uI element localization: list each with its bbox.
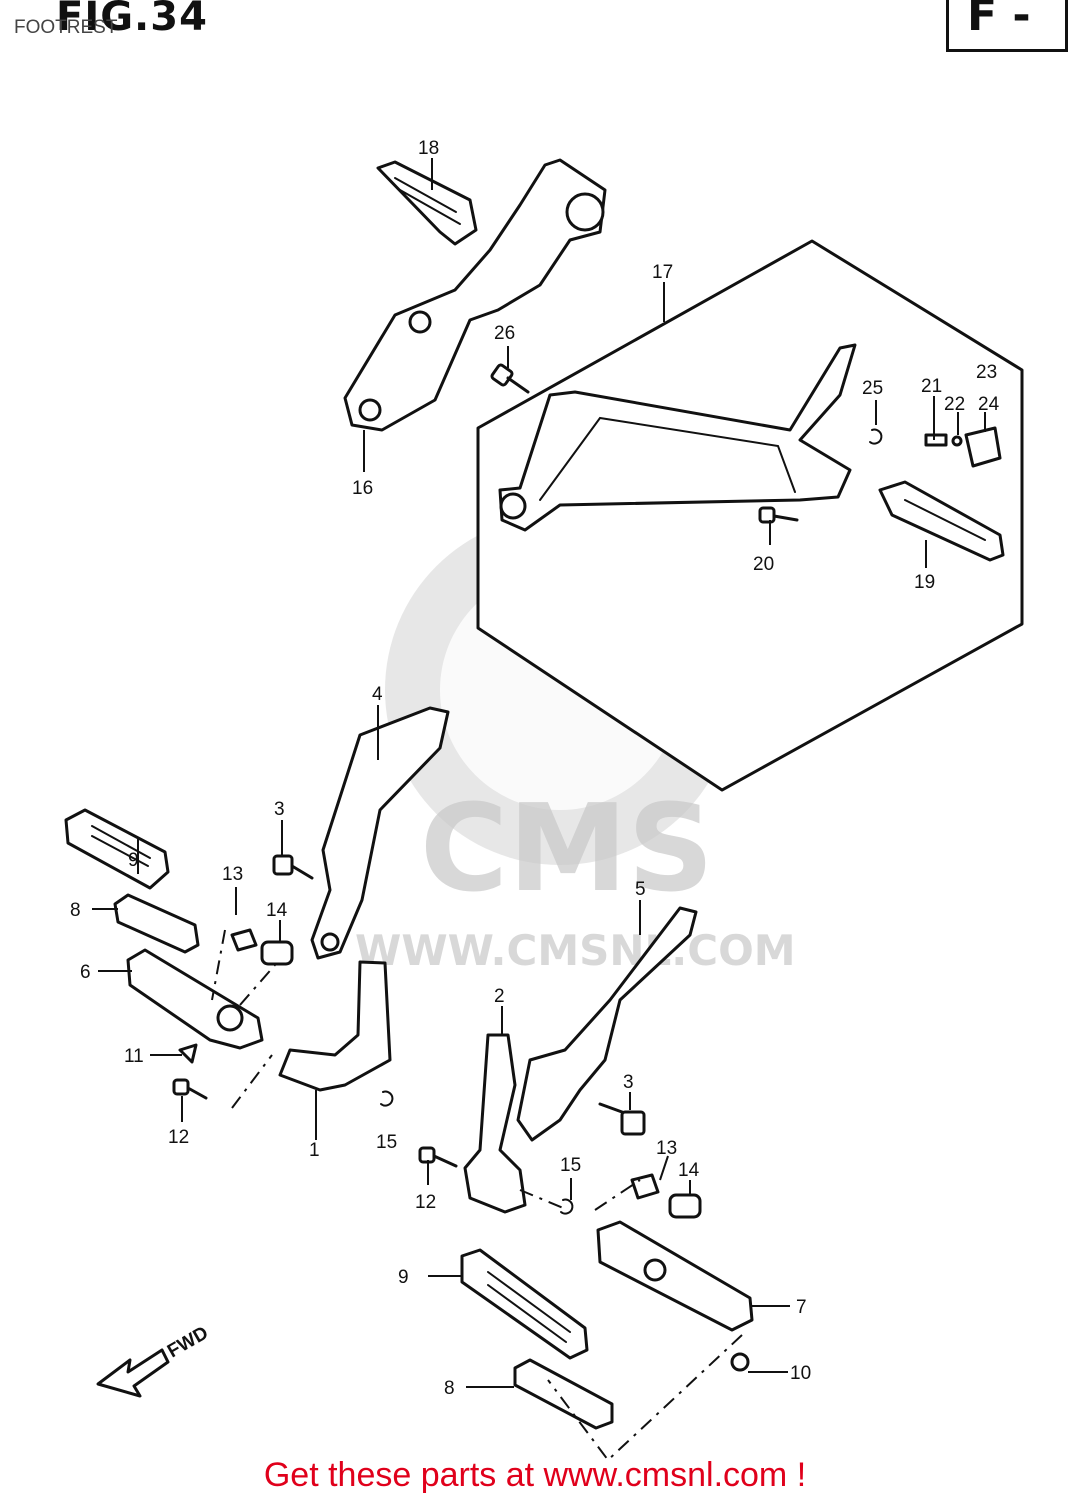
callout-24: 24 bbox=[978, 394, 1000, 415]
callout-22: 22 bbox=[944, 394, 965, 415]
callout-1: 1 bbox=[309, 1140, 320, 1161]
callout-25: 25 bbox=[862, 378, 883, 399]
section-label: F - bbox=[967, 0, 1031, 41]
part-20-bolt bbox=[758, 506, 799, 524]
part-5-front-bracket bbox=[516, 906, 698, 1142]
callout-14: 14 bbox=[266, 900, 288, 921]
callout-5: 5 bbox=[635, 879, 646, 900]
part-13-washer-right bbox=[630, 1173, 660, 1200]
callout-4: 4 bbox=[372, 684, 383, 705]
footer-banner-link[interactable]: Get these parts at www.cmsnl.com ! bbox=[263, 1456, 807, 1494]
callout-numbers: 1 2 3 3 4 5 6 7 8 8 9 9 10 11 12 12 13 1… bbox=[70, 138, 1000, 1399]
figure-subtitle: FOOTREST bbox=[14, 17, 118, 38]
part-3-bolt-upper bbox=[272, 854, 314, 880]
part-25-clip bbox=[869, 428, 883, 445]
part-14-spacer-right bbox=[668, 1193, 702, 1219]
callout-17: 17 bbox=[652, 262, 673, 283]
part-10-bolt bbox=[730, 1352, 750, 1372]
part-15-clip-left bbox=[380, 1090, 394, 1107]
callout-13: 13 bbox=[222, 864, 243, 885]
callout-18: 18 bbox=[418, 138, 439, 159]
part-4-front-bracket bbox=[310, 706, 450, 960]
callout-3: 3 bbox=[623, 1072, 634, 1093]
callout-26: 26 bbox=[494, 323, 515, 344]
part-7-footpeg-right bbox=[596, 1220, 754, 1332]
rear-footrest-set-outline bbox=[476, 239, 1024, 792]
part-2-bracket-right bbox=[463, 1033, 527, 1214]
part-8-plate-right bbox=[513, 1358, 614, 1430]
part-24-plate bbox=[964, 426, 1002, 468]
callout-7: 7 bbox=[796, 1297, 807, 1318]
part-1-bracket-left bbox=[278, 960, 392, 1092]
part-12-bolt-left bbox=[172, 1078, 208, 1100]
part-19-footpeg bbox=[878, 480, 1005, 562]
callout-13: 13 bbox=[656, 1138, 677, 1159]
part-3-bolt-lower bbox=[598, 1102, 646, 1136]
part-8-plate-left bbox=[113, 893, 200, 954]
fwd-arrow-icon: FWD bbox=[96, 1323, 212, 1398]
watermark-url: WWW.CMSNL.COM bbox=[355, 926, 796, 975]
part-16-bore-icon bbox=[565, 192, 605, 232]
callout-15: 15 bbox=[376, 1132, 397, 1153]
part-11-bolt bbox=[178, 1043, 198, 1064]
callout-23: 23 bbox=[976, 362, 997, 383]
part-21-spring bbox=[924, 433, 948, 447]
callout-3: 3 bbox=[274, 799, 285, 820]
callout-2: 2 bbox=[494, 986, 505, 1007]
part-26-bolt bbox=[490, 363, 530, 394]
part-15-clip-right bbox=[560, 1198, 574, 1215]
part-17-rear-bracket bbox=[498, 343, 857, 532]
leader-lines bbox=[92, 158, 986, 1388]
callout-16: 16 bbox=[352, 478, 373, 499]
callout-20: 20 bbox=[753, 554, 774, 575]
figure-title: FIG.34 bbox=[56, 0, 208, 40]
callout-11: 11 bbox=[124, 1046, 144, 1067]
callout-8: 8 bbox=[444, 1378, 455, 1399]
watermark-brand: CMS bbox=[420, 780, 714, 919]
part-13-washer-left bbox=[230, 928, 258, 952]
callout-6: 6 bbox=[80, 962, 91, 983]
section-box: F - bbox=[946, 0, 1068, 52]
fwd-label: FWD bbox=[164, 1323, 212, 1363]
part-14-spacer-left bbox=[260, 940, 294, 966]
callout-21: 21 bbox=[921, 376, 942, 397]
callout-10: 10 bbox=[790, 1363, 811, 1384]
part-18-footpeg bbox=[376, 160, 478, 246]
callout-9: 9 bbox=[398, 1267, 409, 1288]
callout-14: 14 bbox=[678, 1160, 700, 1181]
callout-8: 8 bbox=[70, 900, 81, 921]
callout-12: 12 bbox=[415, 1192, 436, 1213]
part-22-ball bbox=[951, 435, 963, 447]
callout-12: 12 bbox=[168, 1127, 189, 1148]
callout-15: 15 bbox=[560, 1155, 581, 1176]
callout-19: 19 bbox=[914, 572, 935, 593]
part-9-rubber-right bbox=[460, 1248, 589, 1360]
part-6-footpeg-left bbox=[126, 948, 264, 1050]
part-12-bolt-right bbox=[418, 1146, 458, 1168]
callout-9: 9 bbox=[128, 850, 139, 871]
